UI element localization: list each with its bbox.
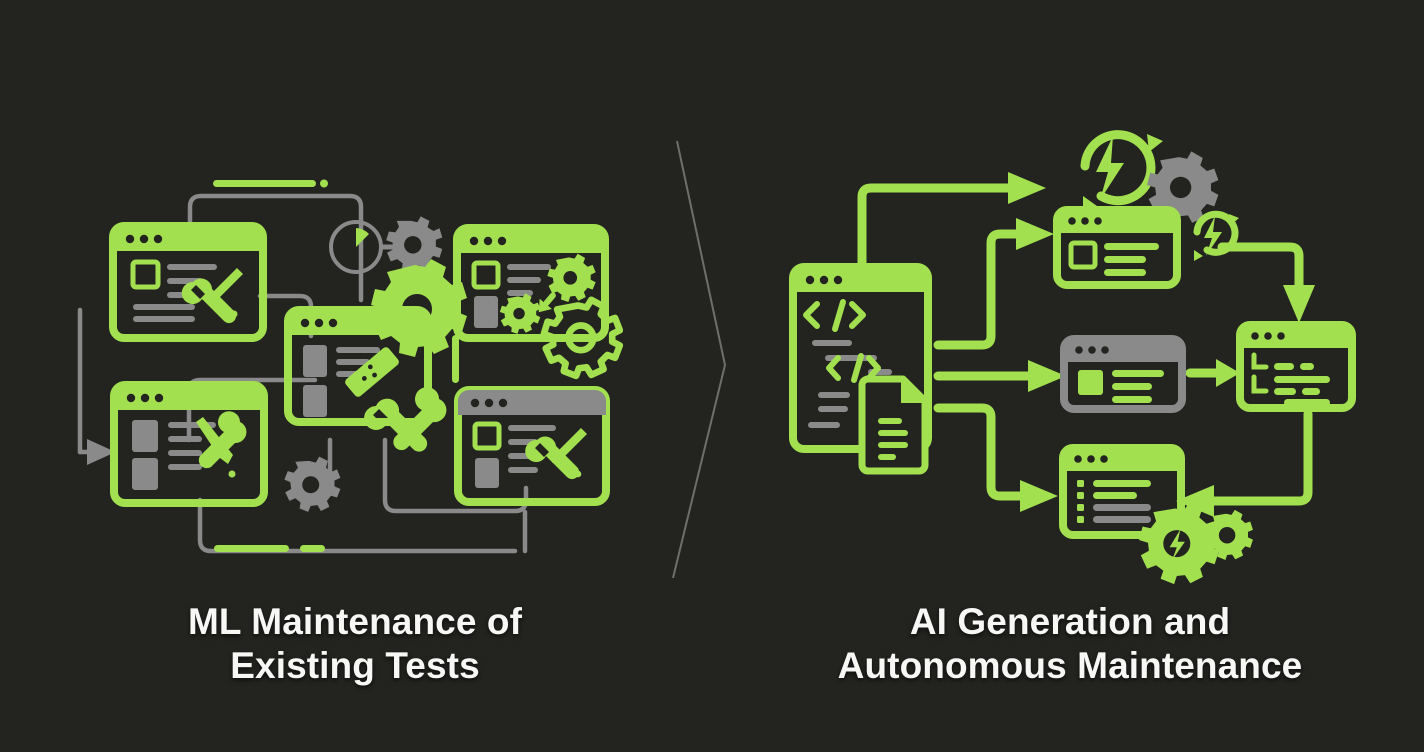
tree-hierarchy-lines xyxy=(1251,352,1269,394)
mid-accent-bar xyxy=(452,335,459,383)
win-bottom-right[interactable] xyxy=(454,386,610,506)
left-decorative-bars xyxy=(213,179,328,552)
bar-bottom-long xyxy=(214,545,289,552)
wrench-screwdriver-icon xyxy=(181,268,243,324)
code-bracket-icon-bottom xyxy=(826,353,881,383)
bar-bottom-short xyxy=(300,545,325,552)
arrowhead-bottom-left xyxy=(1176,485,1214,517)
gear-gray-top xyxy=(1147,151,1219,224)
crossed-wrenches-icon xyxy=(364,387,447,452)
gen-test-middle[interactable] xyxy=(1060,335,1186,413)
dot-top xyxy=(320,179,328,188)
arrowhead-middle xyxy=(1028,360,1066,392)
window-dots xyxy=(125,234,163,244)
arrowhead-top xyxy=(1008,172,1046,204)
wrench-screwdriver-icon xyxy=(196,411,247,478)
wrench-screwdriver-icon xyxy=(525,428,587,480)
right-panel-caption: AI Generation and Autonomous Maintenance xyxy=(837,601,1303,686)
text-lines xyxy=(133,264,217,322)
arrow-path-top xyxy=(857,183,1015,290)
gear-icon-small-a xyxy=(547,253,596,303)
arrow-path-top-to-right xyxy=(1217,242,1304,293)
arrowhead-right-down xyxy=(1283,285,1315,323)
gear-gray-small-top xyxy=(386,216,443,273)
right-arrowheads xyxy=(1008,172,1315,517)
bar-top xyxy=(213,180,316,187)
code-bracket-icon-top xyxy=(803,299,866,332)
gear-small-bottom xyxy=(1204,509,1253,560)
ruler-icon xyxy=(345,347,399,397)
win-bottom-left[interactable] xyxy=(110,381,268,507)
result-window[interactable] xyxy=(1236,321,1356,412)
right-connector-lines xyxy=(857,183,1313,506)
arrowhead-lower xyxy=(1020,480,1058,512)
arrow-path-upper-mid xyxy=(933,229,1023,350)
gear-gray-small-bottom xyxy=(284,456,341,512)
win-middle[interactable] xyxy=(284,306,459,452)
gen-test-bottom[interactable] xyxy=(1059,444,1185,539)
win-top-right[interactable] xyxy=(453,224,624,380)
gear-icon-large-outline xyxy=(540,296,624,380)
document-icon xyxy=(858,375,929,475)
gear-lightning-icon xyxy=(1139,502,1220,585)
left-panel-caption: ML Maintenance of Existing Tests xyxy=(187,601,523,686)
refresh-lightning-icon-small xyxy=(1193,210,1239,261)
connector-top-loop xyxy=(187,193,364,303)
arrowhead-upper-mid xyxy=(1016,218,1054,250)
win-top-left[interactable] xyxy=(109,222,267,342)
arrow-path-lower xyxy=(933,403,1027,501)
connector-bottom-rail xyxy=(197,497,518,554)
arrow-down-right-icon xyxy=(538,292,556,313)
gen-test-top[interactable] xyxy=(1053,206,1181,289)
gear-icon-small-b xyxy=(499,293,541,334)
arrow-path-right-to-bottom xyxy=(1207,409,1313,506)
checklist-bullets xyxy=(1077,480,1084,523)
content-blocks xyxy=(303,345,380,417)
arrowhead-mid-right xyxy=(1216,359,1240,387)
